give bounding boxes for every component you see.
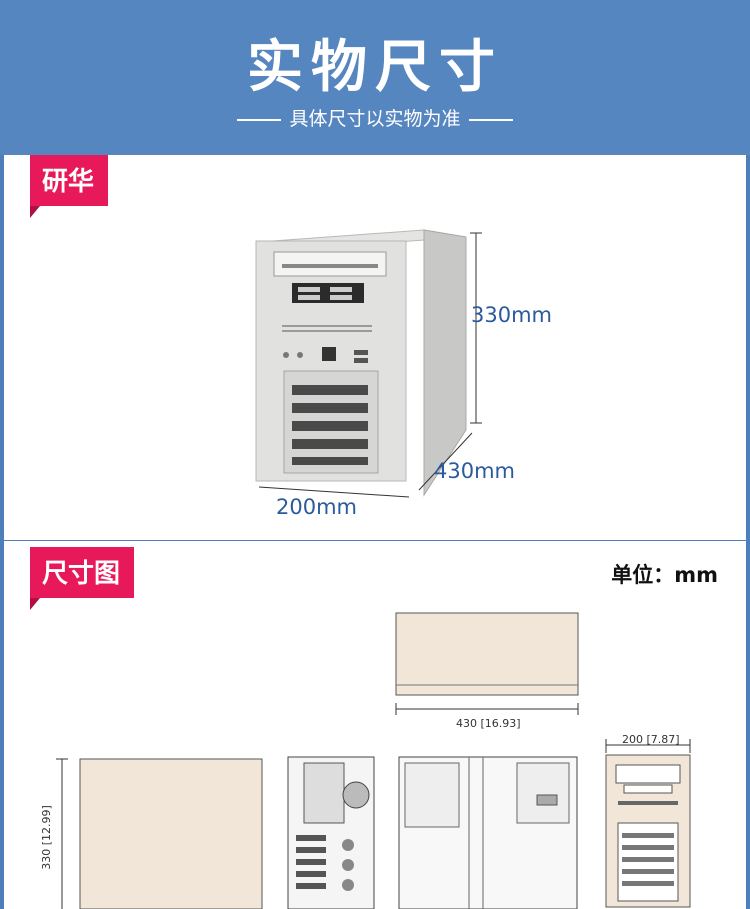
subtitle-left-rule — [237, 118, 282, 121]
header-banner: 实物尺寸 具体尺寸以实物为准 — [0, 0, 750, 155]
open-side-view-drawing — [398, 756, 578, 909]
subtitle-text: 具体尺寸以实物为准 — [289, 108, 461, 130]
height-dimension: 330mm — [471, 303, 552, 327]
rear-view-drawing — [287, 756, 375, 909]
depth-dimension: 430mm — [434, 459, 515, 483]
photo-panel: 研华 330mm 430mm 200mm — [4, 155, 746, 540]
drawing-panel: 尺寸图 单位：mm 430 [16.93] 330 [12.99] — [4, 541, 746, 909]
front-view-dimension: 200 [7.87] — [622, 733, 680, 746]
brand-tag: 研华 — [30, 155, 109, 218]
top-view-drawing — [395, 612, 579, 715]
drawing-tag: 尺寸图 — [30, 547, 135, 610]
side-view-drawing — [56, 758, 263, 909]
subtitle-right-rule — [468, 118, 513, 121]
top-view-dimension: 430 [16.93] — [456, 717, 521, 730]
chassis-photo — [255, 229, 482, 498]
page-title: 实物尺寸 — [247, 35, 503, 100]
width-dimension: 200mm — [276, 495, 357, 519]
page-subtitle: 具体尺寸以实物为准 — [0, 104, 750, 131]
unit-label: 单位：mm — [611, 563, 718, 587]
front-view-drawing — [605, 739, 691, 908]
side-view-dimension: 330 [12.99] — [39, 805, 53, 870]
